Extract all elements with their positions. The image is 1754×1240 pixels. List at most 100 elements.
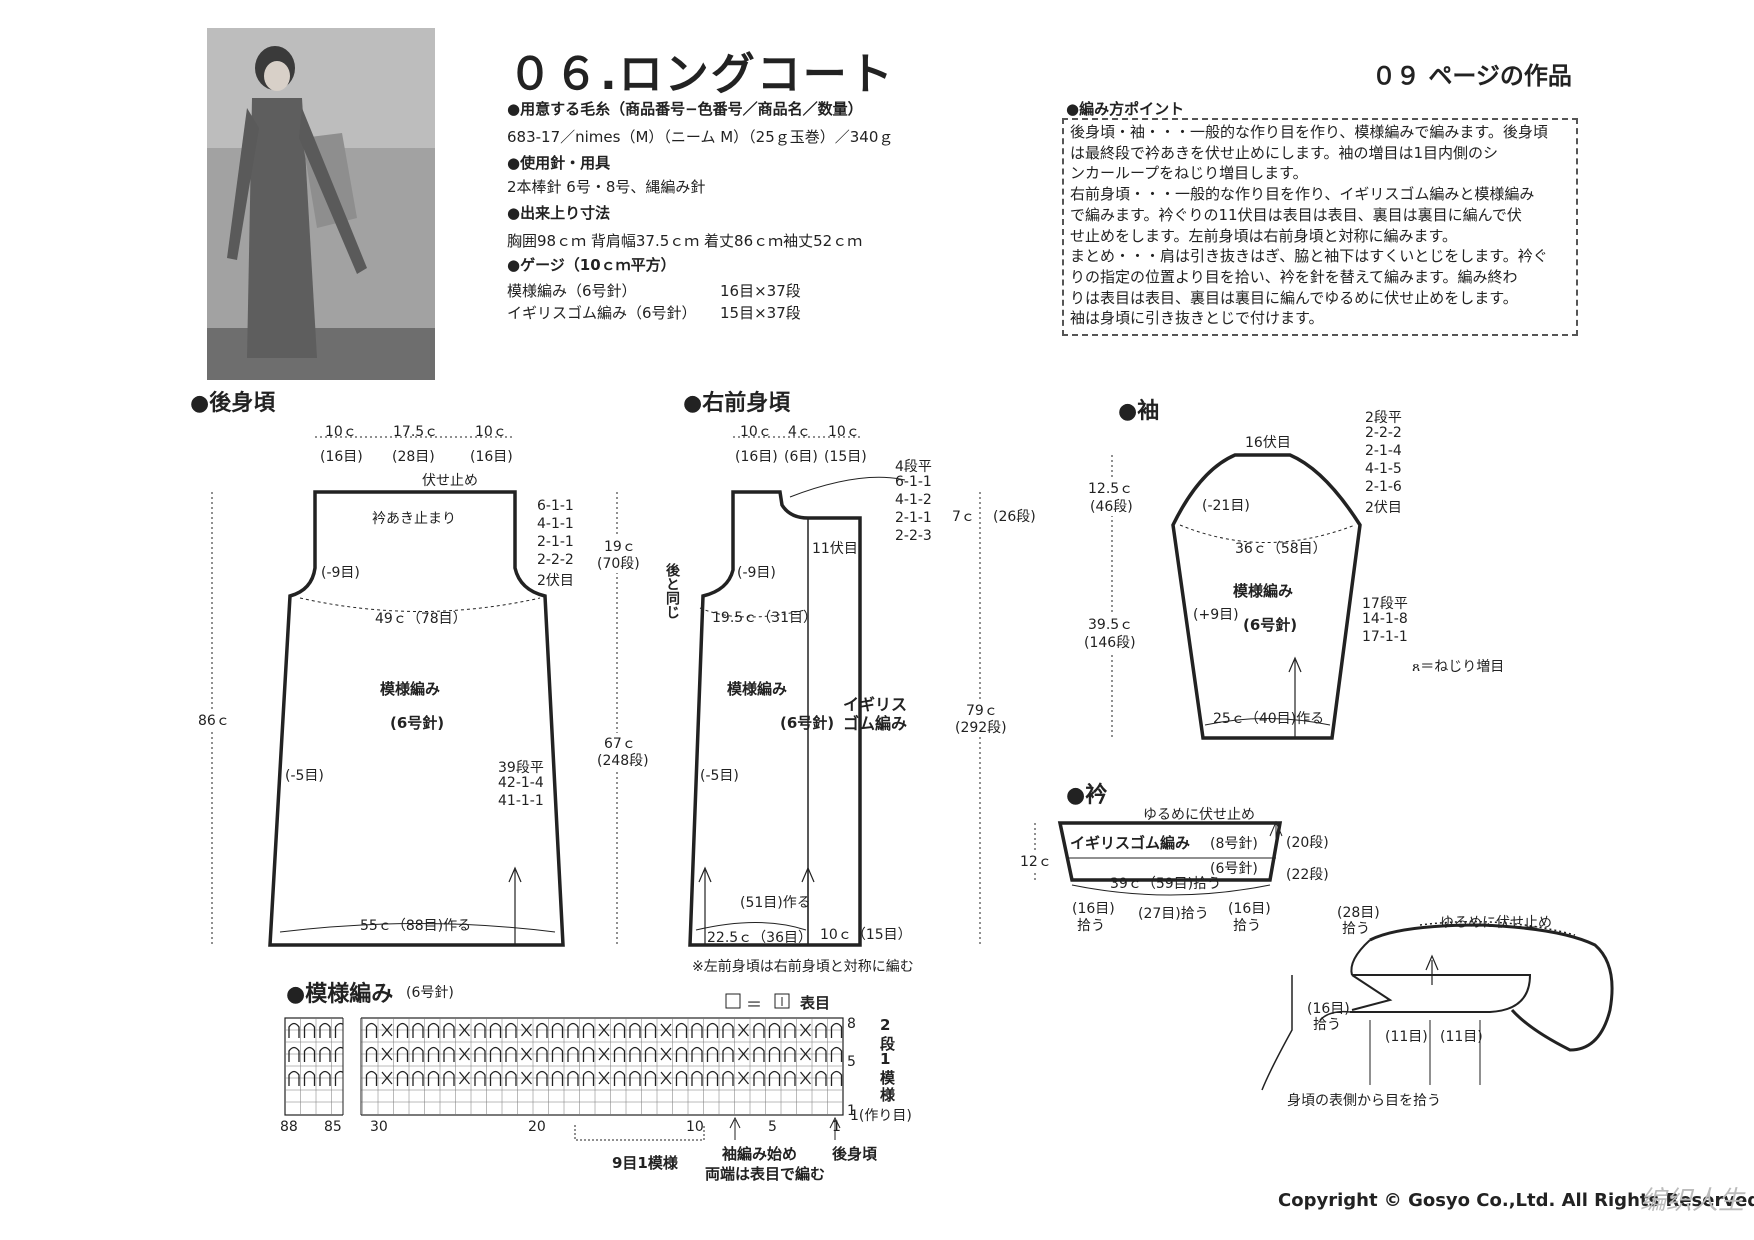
chart-row-num: 1	[847, 1103, 856, 1119]
cable-stitch-mark	[412, 1022, 424, 1038]
page-reference: ０９ ページの作品	[1372, 62, 1572, 90]
cross-stitch-mark	[459, 1047, 470, 1061]
front-pattern: 模様編み	[727, 680, 788, 698]
attach-caption: 身頃の表側から目を拾う	[1287, 1093, 1441, 1109]
back-top-stitch: (16目)	[470, 449, 513, 465]
chart-needle: (6号針)	[406, 985, 454, 1001]
points-line: で編みます。衿ぐりの11伏目は表目は表目、裏目は裏目に編んで伏	[1070, 205, 1522, 224]
collar-pick-left: (16目)	[1072, 901, 1115, 917]
front-top-width: 10ｃ	[740, 424, 772, 440]
front-dec-5: (-5目)	[700, 768, 739, 784]
front-neck-dec: 4段平	[895, 459, 932, 475]
sleeve-body-rows: (146段)	[1084, 632, 1136, 652]
front-upper-rows: (70段)	[597, 553, 640, 573]
back-chest-line	[299, 597, 541, 612]
cable-stitch-mark	[412, 1070, 424, 1086]
cable-stitch-mark	[319, 1046, 331, 1062]
collar-heading: ●衿	[1066, 783, 1108, 808]
cross-stitch-mark	[459, 1023, 470, 1037]
sleeve-cap-dec: 2-2-2	[1365, 425, 1402, 441]
cable-stitch-mark	[706, 1022, 719, 1038]
cable-stitch-mark	[722, 1070, 734, 1086]
cable-stitch-mark	[396, 1046, 409, 1062]
cross-stitch-mark	[800, 1047, 811, 1061]
front-top-width: 4ｃ	[788, 424, 811, 440]
cable-stitch-mark	[768, 1046, 781, 1062]
cable-stitch-mark	[784, 1022, 796, 1038]
cable-stitch-mark	[536, 1046, 548, 1062]
sleeve-cap-height: 12.5ｃ	[1088, 478, 1134, 498]
back-height: 86ｃ	[198, 710, 230, 730]
cable-stitch-mark	[551, 1070, 564, 1086]
front-note: ※左前身頃は右前身頃と対称に編む	[692, 959, 914, 975]
back-armhole-dec: 6-1-1	[537, 498, 574, 514]
cable-stitch-mark	[489, 1022, 502, 1038]
sleeve-cap-dec: 2-1-6	[1365, 479, 1402, 495]
back-side-dec: 41-1-1	[498, 793, 544, 809]
sleeve-inc: (+9目)	[1193, 607, 1239, 623]
collar-needle-6: (6号針)	[1210, 861, 1258, 877]
back-chest: 49ｃ（78目）	[375, 611, 467, 627]
back-heading: ●後身頃	[190, 391, 276, 416]
sleeve-body-height: 39.5ｃ	[1088, 614, 1134, 634]
gauge-row-value: 15目×37段	[720, 304, 801, 322]
back-bottom: 55ｃ（88目)作る	[360, 918, 472, 934]
cable-stitch-mark	[613, 1046, 626, 1062]
chart-col-num: 88	[280, 1119, 298, 1135]
cable-stitch-mark	[613, 1022, 626, 1038]
collar-width: 39ｃ（59目)拾う	[1110, 876, 1222, 892]
front-top-stitch: (16目)	[735, 449, 778, 465]
collar-pick-mid: (27目)拾う	[1138, 906, 1209, 922]
chart-legend: 表目	[800, 994, 831, 1012]
attach-top: (28目)	[1337, 905, 1380, 921]
back-top-stitch: (16目)	[320, 449, 363, 465]
chart-repeat: 9目1模様	[612, 1154, 678, 1172]
cable-stitch-mark	[396, 1022, 409, 1038]
sleeve-outline	[1171, 453, 1362, 740]
front-body-outline	[688, 490, 862, 947]
front-rib: イギリスゴム編み	[843, 695, 908, 733]
back-top-stitch: (28目)	[392, 449, 435, 465]
cable-stitch-mark	[288, 1046, 300, 1062]
cable-stitch-mark	[489, 1070, 502, 1086]
cable-stitch-mark	[365, 1070, 378, 1086]
cable-stitch-mark	[474, 1022, 486, 1038]
cable-stitch-mark	[706, 1046, 719, 1062]
cable-stitch-mark	[644, 1046, 657, 1062]
sleeve-cap-dec: 4-1-5	[1365, 461, 1402, 477]
yarn-heading: ●用意する毛糸（商品番号−色番号／商品名／数量）	[507, 100, 863, 118]
chart-row-label: 2	[880, 1016, 891, 1034]
twist-inc-icon: ጸ	[1412, 659, 1421, 675]
chart-heading: ●模様編み	[286, 982, 394, 1007]
cable-stitch-mark	[582, 1070, 595, 1086]
back-side-dec: 42-1-4	[498, 775, 544, 791]
front-lower-rows: (248段)	[597, 750, 649, 770]
cable-stitch-mark	[551, 1022, 564, 1038]
size-value: 胸囲98ｃｍ 背肩幅37.5ｃｍ 着丈86ｃｍ袖丈52ｃｍ	[507, 232, 863, 250]
front-cast-51: (51目)作る	[740, 895, 811, 911]
cross-stitch-mark	[521, 1047, 532, 1061]
cable-stitch-mark	[691, 1046, 703, 1062]
attach-mid: (11目)	[1385, 1029, 1428, 1045]
cross-stitch-mark	[660, 1047, 672, 1061]
cable-stitch-mark	[830, 1022, 843, 1038]
chart-col-num: 85	[324, 1119, 342, 1135]
cable-stitch-mark	[427, 1070, 440, 1086]
cable-stitch-mark	[536, 1070, 548, 1086]
cross-stitch-mark	[660, 1023, 672, 1037]
cross-stitch-mark	[800, 1023, 811, 1037]
back-bind-off: 伏せ止め	[422, 473, 478, 489]
cross-stitch-mark	[381, 1071, 393, 1085]
attach-left: (16目)	[1307, 1001, 1350, 1017]
cable-stitch-mark	[474, 1046, 486, 1062]
cable-stitch-mark	[319, 1070, 331, 1086]
cable-stitch-mark	[815, 1046, 827, 1062]
points-line: 右前身頃・・・一般的な作り目を作り、イギリスゴム編みと模様編み	[1070, 185, 1535, 204]
cable-stitch-mark	[319, 1022, 331, 1038]
back-dec-5: (-5目)	[285, 768, 324, 784]
attach-top: 拾う	[1342, 921, 1370, 937]
front-neck-dec: 6-1-1	[895, 474, 932, 490]
cable-stitch-mark	[443, 1070, 455, 1086]
cable-stitch-mark	[613, 1070, 626, 1086]
cross-stitch-mark	[521, 1023, 532, 1037]
